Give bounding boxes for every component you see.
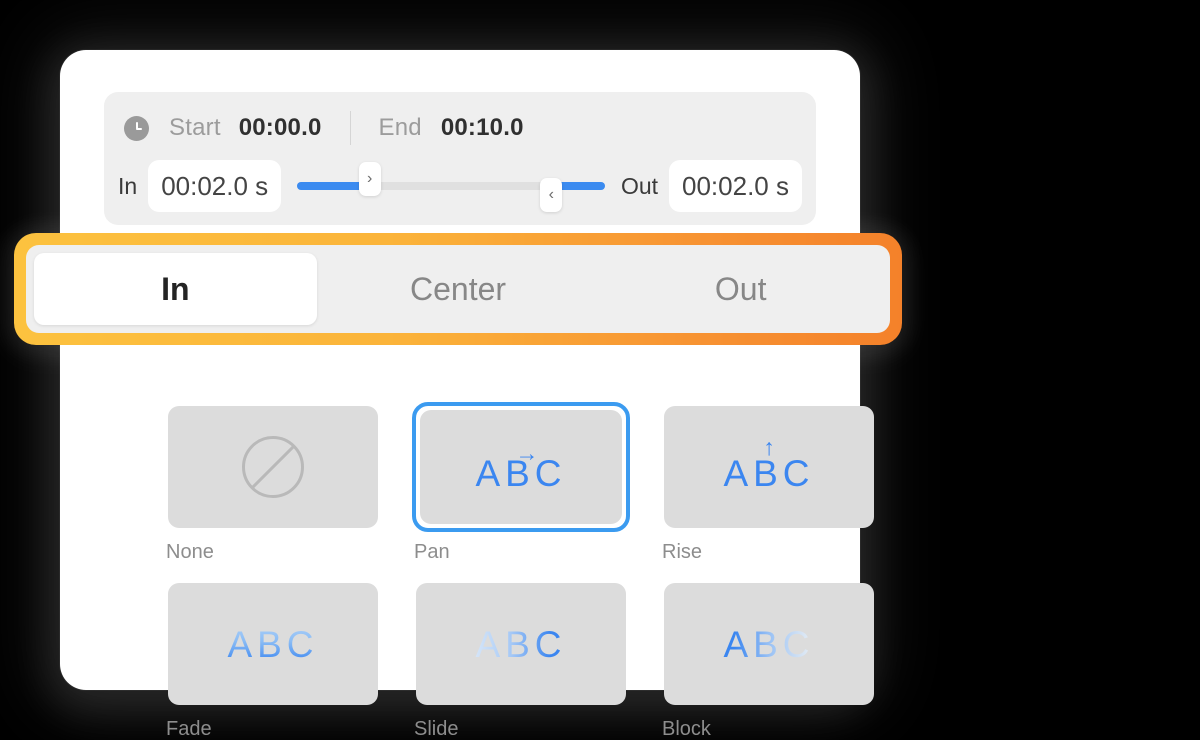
in-label: In <box>118 172 138 199</box>
chevron-right-icon: › <box>367 170 373 187</box>
end-label: End <box>378 114 422 141</box>
effect-label: Rise <box>662 541 703 563</box>
effect-option-rise[interactable]: ↑ ABC Rise <box>660 402 878 564</box>
slider-fill-in <box>297 182 365 190</box>
arrow-up-icon: ↑ <box>763 434 775 460</box>
tab-in-label: In <box>161 270 190 307</box>
tab-center[interactable]: Center <box>317 253 600 325</box>
no-effect-icon <box>242 436 304 498</box>
effects-grid: None → ABC Pan ↑ ABC Rise <box>164 402 876 740</box>
effect-thumbnail-frame[interactable]: ABC <box>660 579 878 709</box>
slider-handle-out[interactable]: ‹ <box>540 178 563 212</box>
effect-thumbnail <box>168 406 378 528</box>
in-duration-field[interactable]: 00:02.0 s <box>148 160 282 212</box>
effect-label: Fade <box>166 718 212 740</box>
effect-thumbnail-frame[interactable]: → ABC <box>412 402 630 532</box>
in-out-range-slider[interactable]: › ‹ <box>297 154 605 218</box>
effect-option-none[interactable]: None <box>164 402 382 564</box>
effect-option-slide[interactable]: ABC Slide <box>412 579 630 740</box>
effect-thumbnail: ABC <box>664 583 874 705</box>
start-value[interactable]: 00:00.0 <box>238 114 322 141</box>
effect-glyph: ABC <box>475 452 567 494</box>
effect-label: Slide <box>414 718 459 740</box>
effect-glyph: ABC <box>723 623 815 665</box>
slider-handle-in[interactable]: › <box>358 162 381 196</box>
end-value[interactable]: 00:10.0 <box>440 114 524 141</box>
effect-glyph: ABC <box>227 623 319 665</box>
tab-center-label: Center <box>409 270 507 307</box>
start-label: Start <box>169 114 221 141</box>
tab-out-label: Out <box>714 270 767 307</box>
effect-thumbnail: ABC <box>416 583 626 705</box>
effect-label: None <box>166 541 214 563</box>
out-label: Out <box>620 172 659 199</box>
range-divider <box>349 111 351 145</box>
effect-thumbnail-frame[interactable]: ABC <box>412 579 630 709</box>
effect-thumbnail: ↑ ABC <box>664 406 874 528</box>
effect-thumbnail: → ABC <box>420 410 622 524</box>
effect-thumbnail-frame[interactable] <box>164 402 382 532</box>
position-segmented-control: In Center Out <box>26 245 890 333</box>
effect-label: Pan <box>414 541 450 563</box>
effect-thumbnail-frame[interactable]: ↑ ABC <box>660 402 878 532</box>
effect-option-pan[interactable]: → ABC Pan <box>412 402 630 564</box>
slider-fill-out <box>548 182 605 190</box>
in-out-row: In 00:02.0 s › ‹ Out 00:02.0 s <box>118 154 802 218</box>
effect-glyph: ABC <box>723 452 815 494</box>
text-animation-panel-card: Start 00:00.0 End 00:10.0 In 00:02.0 s › <box>60 50 874 740</box>
timing-panel: Start 00:00.0 End 00:10.0 In 00:02.0 s › <box>104 92 816 225</box>
effect-label: Block <box>662 718 711 740</box>
out-duration-field[interactable]: 00:02.0 s <box>669 160 802 212</box>
tab-out[interactable]: Out <box>599 253 882 325</box>
slider-track[interactable] <box>297 182 605 190</box>
timing-range-row: Start 00:00.0 End 00:10.0 <box>124 102 524 154</box>
effect-option-block[interactable]: ABC Block <box>660 579 878 740</box>
effect-option-fade[interactable]: ABC Fade <box>164 579 382 740</box>
segmented-control-highlight: In Center Out <box>14 233 902 345</box>
arrow-right-icon: → <box>515 440 539 466</box>
chevron-left-icon: ‹ <box>548 186 554 203</box>
effect-thumbnail: ABC <box>168 583 378 705</box>
clock-icon <box>124 115 149 141</box>
tab-in[interactable]: In <box>34 253 317 325</box>
effect-thumbnail-frame[interactable]: ABC <box>164 579 382 709</box>
effect-glyph: ABC <box>475 623 567 665</box>
